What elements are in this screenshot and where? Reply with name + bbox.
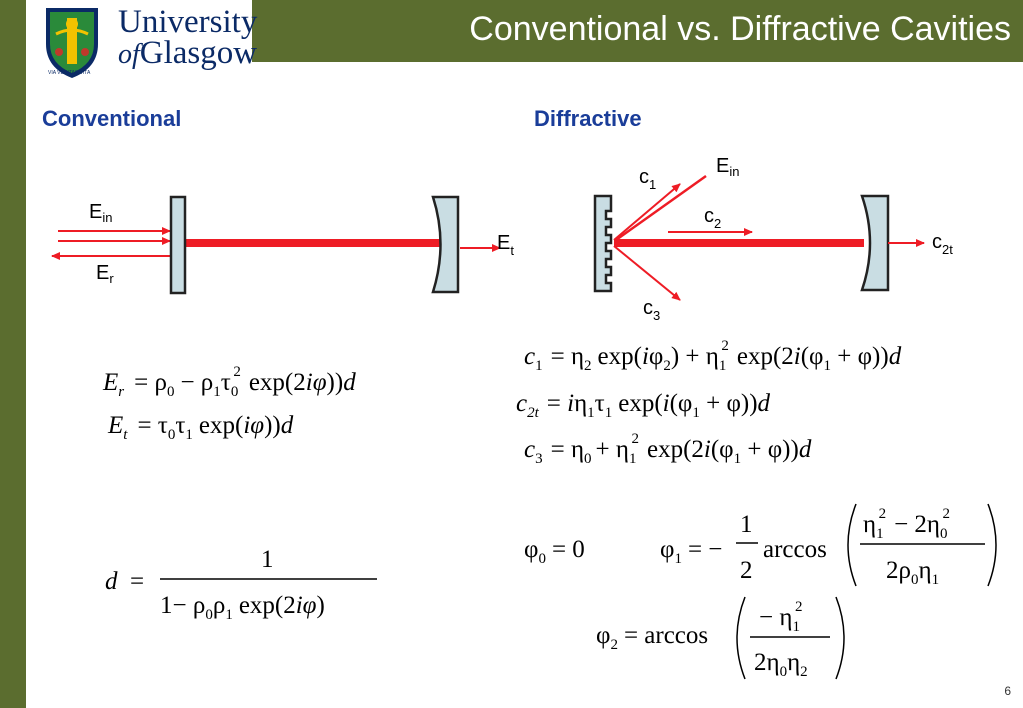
c1-beam-arrow [613, 183, 681, 241]
diffractive-curved-mirror [860, 194, 890, 292]
svg-text:1: 1 [261, 546, 274, 573]
svg-text:φ0= 0: φ0= 0 [524, 536, 585, 567]
page-number: 6 [1004, 684, 1011, 698]
svg-text:φ2= arccos: φ2= arccos [596, 622, 708, 653]
heading-diffractive: Diffractive [534, 106, 642, 131]
ein-incident-beam [615, 174, 707, 242]
university-logo: University ofGlasgow VIA VERITAS VITA [26, 0, 257, 82]
label-er: Er [96, 262, 114, 286]
wordmark-line1: University [118, 4, 258, 40]
label-c3: c3 [643, 297, 660, 323]
wordmark-glasgow: Glasgow [139, 35, 258, 71]
crest-icon [46, 8, 98, 78]
conventional-cavity-diagram: Ein Er Et [51, 195, 514, 295]
diffractive-intracavity-beam [614, 239, 864, 247]
header-bar: Conventional vs. Diffractive Cavities [252, 0, 1023, 62]
input-mirror [169, 195, 187, 295]
label-c2t: c2t [932, 231, 953, 257]
eq-phi0: φ0= 0 [524, 536, 585, 567]
svg-text:d: d [105, 568, 118, 595]
curved-output-mirror [431, 195, 460, 294]
svg-text:1: 1 [740, 511, 753, 538]
eq-phi1: φ1= − 1 2 arccos η12− 2η02 2ρ0η1 [660, 503, 997, 588]
svg-text:− η12: − η12 [759, 599, 802, 635]
label-et: Et [497, 232, 514, 258]
c3-beam-arrow [613, 245, 681, 301]
svg-text:2η0η2: 2η0η2 [754, 649, 808, 680]
logo-motto: VIA VERITAS VITA [48, 70, 91, 76]
svg-text:2: 2 [740, 557, 753, 584]
diffractive-cavity-diagram: Ein c1 c2 c2t c3 [593, 155, 953, 323]
label-ein: Ein [89, 201, 112, 225]
wordmark-of: of [118, 39, 140, 70]
eq-phi2: φ2= arccos − η12 2η0η2 [596, 596, 845, 680]
svg-text:η12− 2η02: η12− 2η02 [863, 506, 950, 542]
label-c1: c1 [639, 166, 656, 192]
label-c2: c2 [704, 205, 721, 231]
university-wordmark: University ofGlasgow [118, 6, 257, 70]
left-sidebar-bar [0, 0, 26, 708]
diffraction-grating [593, 194, 613, 293]
svg-text:=: = [130, 568, 144, 595]
svg-text:2ρ0η1: 2ρ0η1 [886, 557, 939, 588]
intracavity-beam [186, 239, 442, 247]
svg-text:arccos: arccos [763, 536, 827, 563]
wordmark-line2: ofGlasgow [118, 37, 257, 70]
slide-title: Conventional vs. Diffractive Cavities [469, 10, 1011, 48]
svg-text:φ1= −: φ1= − [660, 536, 722, 567]
heading-conventional: Conventional [42, 106, 182, 131]
label-diff-ein: Ein [716, 155, 739, 179]
